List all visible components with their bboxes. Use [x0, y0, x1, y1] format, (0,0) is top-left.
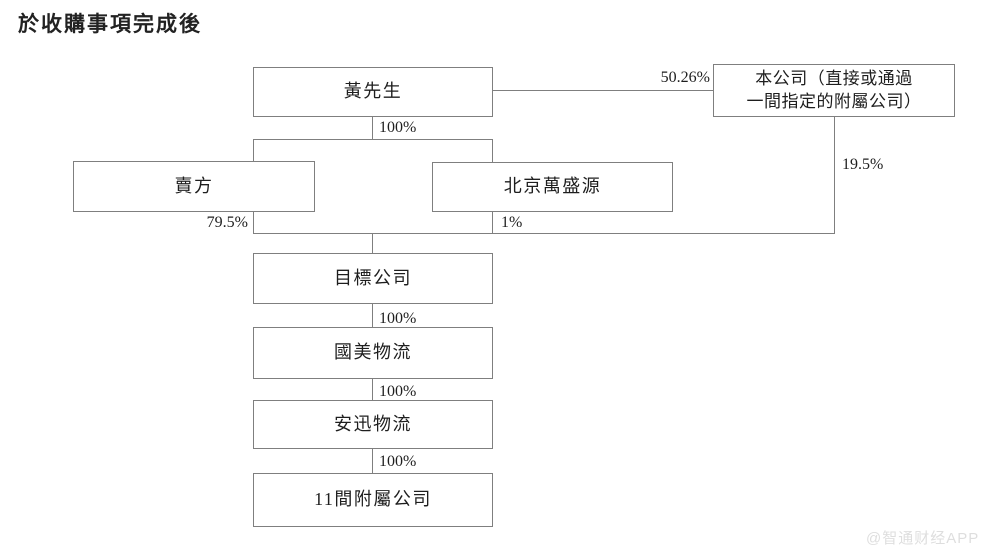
- node-beijing-wanshengyuan: 北京萬盛源: [432, 162, 673, 212]
- node-anxun-logistics: 安迅物流: [253, 400, 493, 449]
- node-target-company: 目標公司: [253, 253, 493, 304]
- node-vendor: 賣方: [73, 161, 315, 212]
- connector-anxun-to-subsidiaries: [372, 449, 373, 473]
- ownership-label-vendor-to-target: 79.5%: [206, 214, 248, 231]
- connector-to-target: [372, 233, 373, 253]
- ownership-label-target-to-gome: 100%: [379, 310, 417, 327]
- connector-split-horizontal: [253, 139, 493, 140]
- connector-vendor-down: [253, 212, 254, 233]
- connector-huang-to-company: [493, 90, 714, 91]
- node-gome-logistics-label: 國美物流: [334, 342, 412, 363]
- node-eleven-subsidiaries: 11間附屬公司: [253, 473, 493, 527]
- node-target-company-label: 目標公司: [334, 267, 412, 288]
- node-beijing-wanshengyuan-label: 北京萬盛源: [503, 176, 602, 197]
- connector-target-to-gome: [372, 304, 373, 327]
- connector-converge-horizontal: [253, 233, 835, 234]
- ownership-label-company-to-target: 19.5%: [842, 156, 884, 173]
- ownership-label-anxun-to-subsidiaries: 100%: [379, 453, 417, 470]
- connector-huang-down: [372, 117, 373, 139]
- ownership-label-gome-to-anxun: 100%: [379, 383, 417, 400]
- node-mr-huang: 黃先生: [253, 67, 493, 117]
- connector-split-to-vendor: [253, 139, 254, 162]
- watermark: @智通财经APP: [866, 530, 980, 547]
- node-the-company-label-line1: 本公司（直接或通過: [755, 69, 913, 89]
- connector-split-to-beijing: [492, 139, 493, 163]
- connector-beijing-down: [492, 212, 493, 233]
- node-mr-huang-label: 黃先生: [343, 81, 403, 102]
- ownership-label-huang-to-children: 100%: [379, 119, 417, 136]
- node-the-company-label-line2: 一間指定的附屬公司）: [746, 91, 922, 111]
- node-eleven-subsidiaries-label: 11間附屬公司: [314, 489, 432, 510]
- node-vendor-label: 賣方: [174, 175, 214, 196]
- ownership-label-beijing-to-target: 1%: [501, 214, 523, 231]
- connector-gome-to-anxun: [372, 379, 373, 400]
- page-title: 於收購事項完成後: [18, 13, 202, 36]
- node-gome-logistics: 國美物流: [253, 327, 493, 379]
- ownership-label-huang-to-company: 50.26%: [660, 69, 710, 86]
- node-anxun-logistics-label: 安迅物流: [334, 413, 412, 434]
- node-the-company: 本公司（直接或通過 一間指定的附屬公司）: [713, 64, 955, 117]
- connector-company-down: [834, 117, 835, 233]
